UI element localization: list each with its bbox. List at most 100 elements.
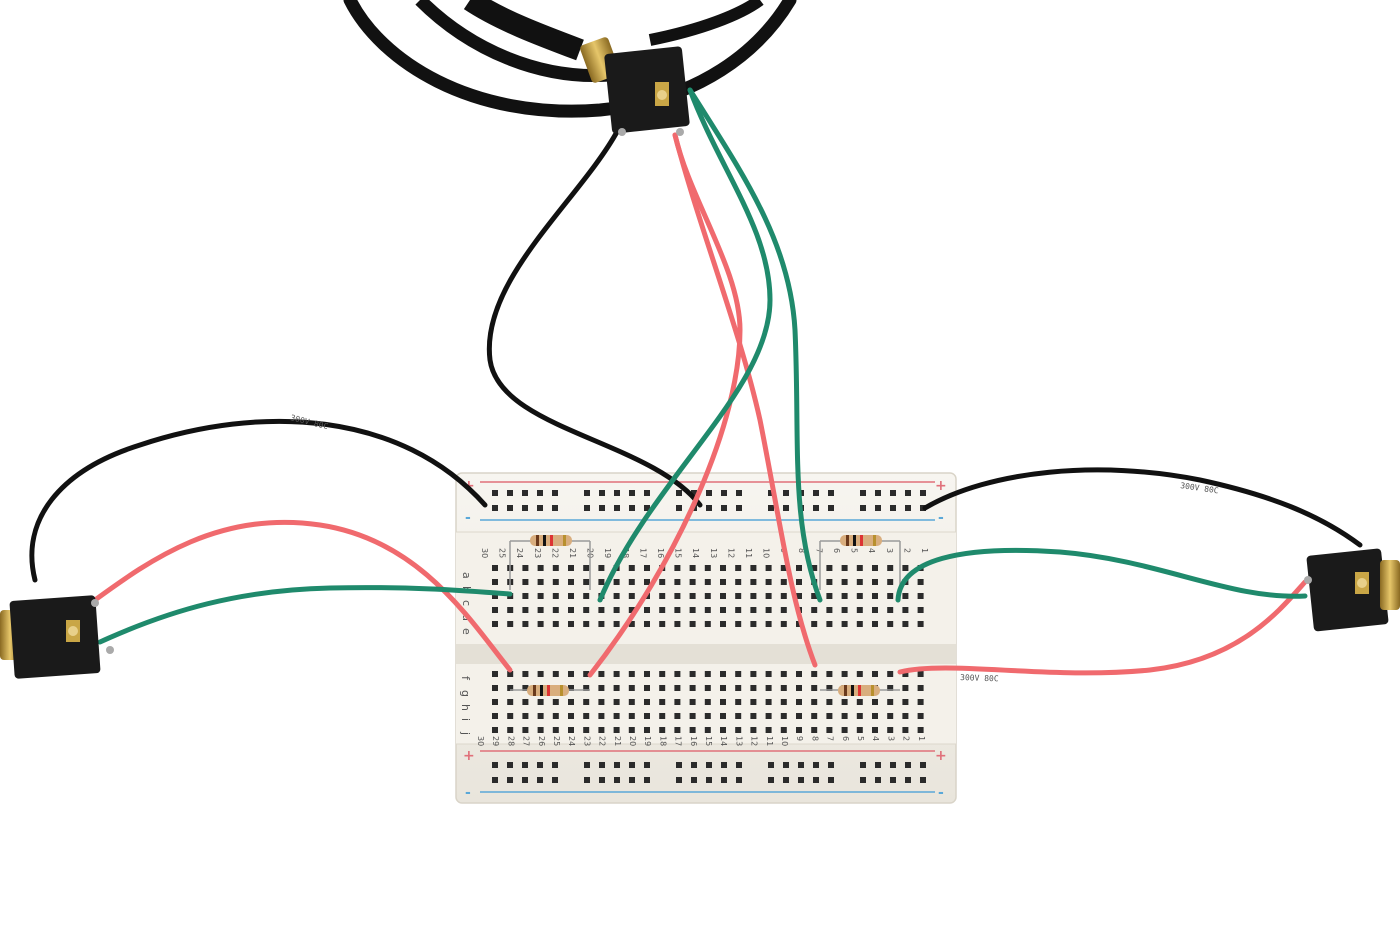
breadboard-hole <box>841 699 848 705</box>
breadboard-hole <box>828 777 834 783</box>
breadboard-hole <box>796 713 802 719</box>
breadboard-hole <box>828 762 834 768</box>
breadboard-hole <box>584 762 590 768</box>
breadboard-hole <box>765 713 772 719</box>
breadboard-hole <box>721 490 727 496</box>
breadboard-hole <box>598 727 605 733</box>
breadboard-hole <box>765 579 772 585</box>
breadboard-hole <box>811 671 818 677</box>
breadboard-hole <box>721 777 727 783</box>
rail-minus-sign: - <box>938 785 944 801</box>
breadboard-hole <box>735 565 742 571</box>
breadboard-hole <box>644 607 650 613</box>
row-number: 25 <box>552 736 561 746</box>
breadboard-hole <box>674 593 681 599</box>
breadboard-hole <box>902 593 909 599</box>
breadboard-hole <box>522 505 528 511</box>
breadboard-hole <box>704 727 711 733</box>
breadboard-hole <box>492 685 498 691</box>
breadboard-hole <box>599 777 605 783</box>
breadboard-hole <box>689 699 696 705</box>
breadboard-hole <box>704 607 711 613</box>
breadboard-hole <box>735 685 742 691</box>
breadboard-hole <box>798 762 804 768</box>
breadboard-hole <box>890 505 896 511</box>
breadboard-hole <box>507 699 514 705</box>
breadboard-hole <box>917 607 924 613</box>
breadboard-hole <box>704 685 711 691</box>
breadboard-hole <box>813 777 819 783</box>
breadboard-hole <box>691 490 697 496</box>
breadboard-hole <box>613 607 620 613</box>
breadboard-hole <box>522 621 529 627</box>
breadboard-hole <box>583 713 590 719</box>
breadboard-hole <box>644 621 650 627</box>
breadboard-hole <box>644 505 650 511</box>
breadboard: + - + - + - + - 302524232221201918171615… <box>455 472 957 804</box>
breadboard-hole <box>887 593 894 599</box>
breadboard-hole <box>598 671 605 677</box>
breadboard-hole <box>902 699 909 705</box>
breadboard-hole <box>780 621 787 627</box>
breadboard-hole <box>902 671 909 677</box>
breadboard-hole <box>629 777 635 783</box>
breadboard-hole <box>841 727 848 733</box>
breadboard-hole <box>552 621 559 627</box>
row-number: 15 <box>674 548 683 558</box>
row-number: 4 <box>867 548 876 553</box>
cable-print: 300V 80C <box>960 673 999 683</box>
breadboard-hole <box>856 621 863 627</box>
breadboard-hole <box>492 565 498 571</box>
breadboard-holes <box>492 490 926 783</box>
breadboard-hole <box>507 621 514 627</box>
breadboard-hole <box>905 505 911 511</box>
breadboard-hole <box>796 579 802 585</box>
row-number: 7 <box>814 548 823 553</box>
breadboard-hole <box>659 621 666 627</box>
breadboard-hole <box>568 727 574 733</box>
breadboard-hole <box>552 777 558 783</box>
breadboard-hole <box>780 699 787 705</box>
breadboard-hole <box>659 607 666 613</box>
green-wire <box>597 87 773 603</box>
breadboard-hole <box>841 713 848 719</box>
row-number: 9 <box>795 736 804 741</box>
breadboard-hole <box>735 579 742 585</box>
row-number: 5 <box>850 548 859 553</box>
breadboard-hole <box>720 621 726 627</box>
breadboard-hole <box>780 727 787 733</box>
breadboard-hole <box>537 762 543 768</box>
breadboard-hole <box>507 490 513 496</box>
breadboard-hole <box>811 607 818 613</box>
breadboard-hole <box>628 607 635 613</box>
red-wire <box>587 132 743 678</box>
breadboard-hole <box>783 505 789 511</box>
breadboard-hole <box>674 713 681 719</box>
breadboard-hole <box>765 607 772 613</box>
breadboard-hole <box>768 490 774 496</box>
breadboard-hole <box>507 671 514 677</box>
black-wire <box>29 418 488 583</box>
breadboard-hole <box>522 593 529 599</box>
breadboard-hole <box>735 699 742 705</box>
breadboard-hole <box>917 713 924 719</box>
row-number: 30 <box>480 548 489 558</box>
breadboard-hole <box>644 671 650 677</box>
column-letter: c <box>460 600 473 606</box>
breadboard-hole <box>720 699 726 705</box>
black-wire <box>922 467 1363 548</box>
breadboard-hole <box>584 777 590 783</box>
row-number: 2 <box>902 736 911 741</box>
breadboard-hole <box>659 685 666 691</box>
breadboard-hole <box>917 699 924 705</box>
breadboard-hole <box>568 579 574 585</box>
rail-minus-sign: - <box>938 510 944 526</box>
breadboard-hole <box>887 565 894 571</box>
breadboard-hole <box>720 727 726 733</box>
breadboard-hole <box>750 671 757 677</box>
breadboard-hole <box>492 713 498 719</box>
column-letter: h <box>459 704 472 711</box>
breadboard-hole <box>917 593 924 599</box>
breadboard-hole <box>780 579 787 585</box>
breadboard-hole <box>492 621 498 627</box>
